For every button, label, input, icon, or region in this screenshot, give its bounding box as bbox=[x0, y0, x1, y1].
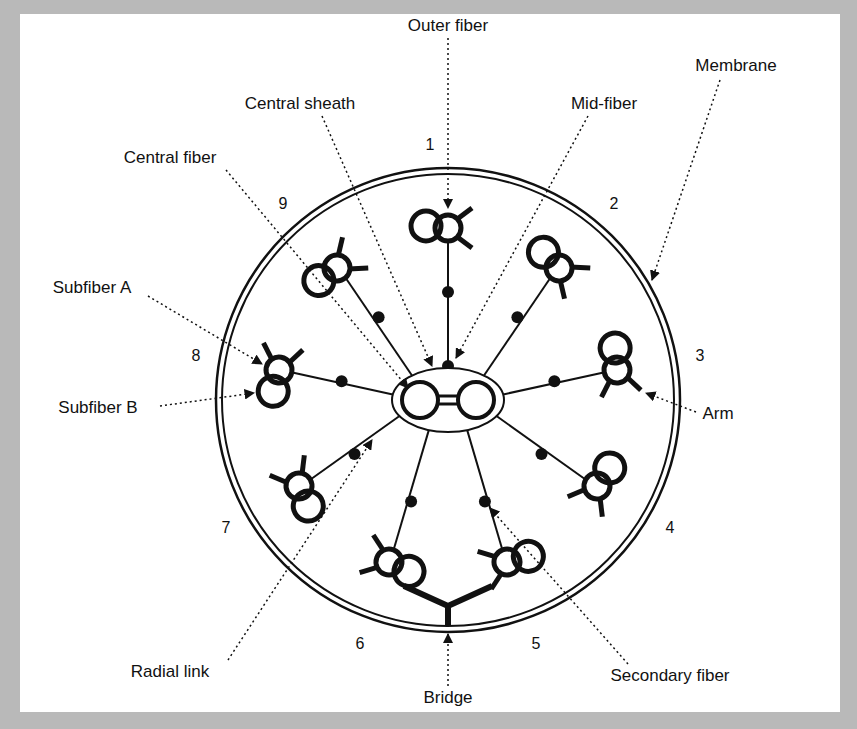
callout-number: 3 bbox=[694, 346, 707, 366]
callout-number: 6 bbox=[354, 634, 367, 654]
central-fiber bbox=[402, 382, 438, 418]
part-label: Subfiber B bbox=[56, 398, 139, 418]
callout-number: 7 bbox=[220, 518, 233, 538]
part-label: Arm bbox=[700, 404, 735, 424]
central-fiber bbox=[458, 382, 494, 418]
membrane-inner bbox=[222, 174, 674, 626]
white-panel bbox=[20, 14, 840, 712]
callout-number: 4 bbox=[664, 518, 677, 538]
part-label: Membrane bbox=[693, 56, 778, 76]
callout-number: 5 bbox=[530, 634, 543, 654]
part-label: Central sheath bbox=[243, 94, 358, 114]
part-label: Outer fiber bbox=[406, 16, 490, 36]
part-label: Central fiber bbox=[122, 148, 219, 168]
outer-doublets bbox=[253, 208, 641, 593]
part-label: Mid-fiber bbox=[569, 94, 639, 114]
part-label: Bridge bbox=[421, 688, 474, 708]
bridge bbox=[404, 586, 492, 626]
part-label: Subfiber A bbox=[51, 278, 133, 298]
membrane-outer bbox=[216, 168, 680, 632]
callout-number: 8 bbox=[190, 346, 203, 366]
central-sheath bbox=[392, 368, 504, 432]
radial-links bbox=[292, 242, 603, 549]
part-label: Secondary fiber bbox=[608, 666, 731, 686]
part-label: Radial link bbox=[129, 662, 211, 682]
secondary-fibers bbox=[336, 286, 561, 508]
callout-number: 1 bbox=[424, 135, 437, 155]
leader-lines bbox=[148, 38, 720, 686]
callout-number: 2 bbox=[608, 194, 621, 214]
callout-number: 9 bbox=[277, 194, 290, 214]
